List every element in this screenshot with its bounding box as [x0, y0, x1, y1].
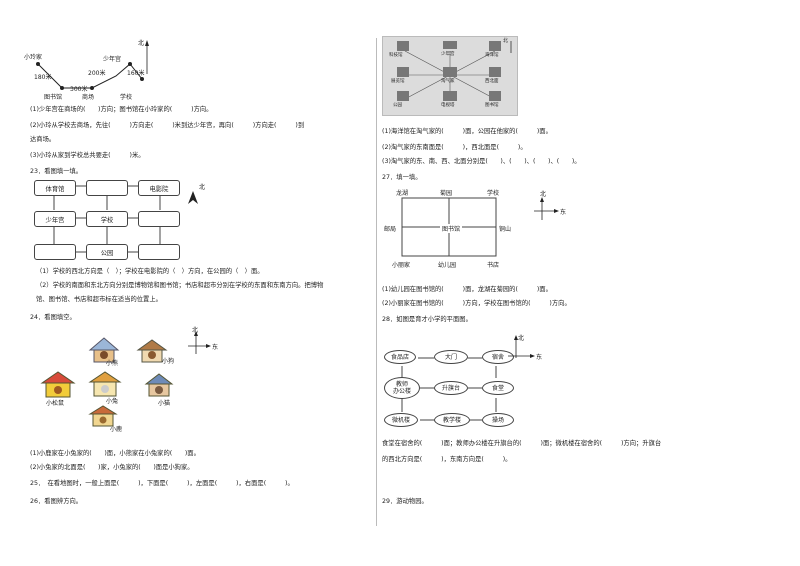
- map26-tv: 电视塔: [441, 103, 455, 108]
- q22-line-1: (1)少年宫在商场的( )方向；图书馆在小玲家的( )方向。: [30, 106, 213, 113]
- q23-line-3: 馆、图书馆、书店和超市标在适当的位置上。: [36, 296, 162, 303]
- label-160m: 160米: [127, 70, 145, 77]
- compass-icon: [188, 331, 211, 354]
- label-shaonian: 少年宫: [103, 56, 122, 63]
- q27-dragonlake: 龙湖: [396, 190, 409, 197]
- node-gate: 大门: [434, 350, 468, 364]
- q27-compass-icon: [534, 197, 559, 220]
- q23-title: 23．看图填一填。: [30, 168, 83, 175]
- map26-north: 北: [503, 38, 509, 44]
- box-cinema: 电影院: [138, 180, 180, 196]
- label-dog: 小狗: [162, 358, 175, 365]
- q27-kinder: 幼儿园: [438, 262, 457, 269]
- q27-xiaoli: 小丽家: [392, 262, 411, 269]
- house-dog-icon: [136, 339, 168, 363]
- map26-tech: 科技馆: [389, 53, 403, 58]
- house-rabbit-icon: [88, 371, 122, 397]
- node-flag: 升旗台: [434, 381, 468, 395]
- q28-title: 28．如图是育才小学的平面图。: [382, 316, 472, 323]
- box-park: 公园: [86, 244, 128, 260]
- route-map-diagram: [36, 40, 149, 90]
- q23-line-1: （1）学校的西北方向是（ ）；学校在电影院的（ ）方向，在公园的（ ）面。: [36, 268, 264, 275]
- q23-line-2: （2）学校的南面和东北方向分别是博物馆和图书馆；书店和超市分别在学校的东面和东南…: [36, 282, 324, 289]
- map26-hall: 展览馆: [391, 79, 405, 84]
- label-bear: 小熊: [106, 360, 119, 367]
- box-empty-4: [138, 244, 180, 260]
- q27-line-2: (2)小丽家在图书馆的( )方向，学校在图书馆的( )方向。: [382, 300, 571, 307]
- node-field: 操场: [482, 413, 514, 427]
- label-shop: 商场: [82, 94, 95, 101]
- q23-north: 北: [199, 184, 206, 191]
- north-label: 北: [138, 40, 145, 47]
- q29-title: 29．游动物园。: [382, 498, 428, 505]
- node-dorm: 宿舍: [482, 350, 514, 364]
- q28-east: 东: [536, 354, 543, 361]
- label-cat: 小猫: [158, 400, 171, 407]
- label-xiaoling: 小玲家: [24, 54, 43, 61]
- map26-shaonian: 少年宫: [441, 52, 455, 57]
- column-divider: [376, 38, 377, 526]
- q23-grid-lines: [53, 185, 161, 253]
- box-empty-2: [138, 211, 180, 227]
- box-empty-3: [34, 244, 76, 260]
- north-arrow-icon: [188, 191, 198, 204]
- label-library: 图书馆: [44, 94, 63, 101]
- q26-line-1: (1)海洋馆在淘气家的( )面，公园在他家的( )面。: [382, 128, 552, 135]
- q22-line-3: 达商场。: [30, 136, 56, 143]
- house-cat-icon: [144, 373, 174, 397]
- q24-east: 东: [212, 344, 219, 351]
- node-office: 教师 办公楼: [384, 377, 420, 399]
- map26-xibei: 西北面: [485, 79, 499, 84]
- node-canteen: 食品店: [384, 350, 416, 364]
- node-micro: 微机楼: [384, 413, 418, 427]
- label-300m: 300米: [70, 86, 88, 93]
- q24-title: 24．看图填空。: [30, 314, 76, 321]
- box-empty-1: [86, 180, 128, 196]
- q24-line-2: (2)小兔家的北面是( )家，小兔家的( )面是小狗家。: [30, 464, 194, 471]
- box-sports: 体育馆: [34, 180, 76, 196]
- house-bear-icon: [88, 337, 120, 363]
- q27-north: 北: [540, 191, 547, 198]
- q28-north: 北: [518, 335, 525, 342]
- house-deer-icon: [88, 405, 118, 427]
- map26-naoqi: 淘气家: [441, 79, 455, 84]
- label-200m: 200米: [88, 70, 106, 77]
- q22-line-4: (3)小玲从家到学校总共要走( )米。: [30, 152, 145, 159]
- map26-bookstore: 图书馆: [485, 103, 499, 108]
- box-shaonian: 少年宫: [34, 211, 76, 227]
- house-squirrel-icon: [40, 371, 76, 398]
- q28-line-1: 食堂在宿舍的( )面；教师办公楼在升旗台的( )面；微机楼在宿舍的( )方向；升…: [382, 440, 662, 447]
- label-squirrel: 小松鼠: [46, 400, 65, 407]
- q28-diagram-lines: [401, 357, 497, 421]
- node-teach: 教学楼: [434, 413, 470, 427]
- label-180m: 180米: [34, 74, 52, 81]
- q24-north: 北: [192, 327, 199, 334]
- q25-line: 25． 在看地图时，一般上面是( )，下面是( )，左面是( )，右面是( )。: [30, 480, 294, 487]
- q24-line-1: (1)小鹿家在小兔家的( )面，小熊家在小兔家的( )面。: [30, 450, 200, 457]
- q27-title: 27．填一填。: [382, 174, 422, 181]
- q27-east: 东: [560, 209, 567, 216]
- node-dining: 食堂: [482, 381, 514, 395]
- q27-school: 学校: [487, 190, 500, 197]
- q27-tongshan: 铜山: [499, 226, 512, 233]
- q27-bookstore: 书店: [487, 262, 500, 269]
- q26-line-3: (3)淘气家的东、南、西、北面分别是( )、( )、( )、( )。: [382, 158, 581, 165]
- q27-orchard: 菊园: [440, 190, 453, 197]
- box-school: 学校: [86, 211, 128, 227]
- q22-line-2: (2)小玲从学校去商场，先往( )方向走( )米到达少年宫，再向( )方向走( …: [30, 122, 305, 129]
- label-deer: 小鹿: [110, 426, 123, 433]
- q26-line-2: (2)淘气家的东南面是( )，西北面是( )。: [382, 144, 527, 151]
- q28-compass-icon: [508, 335, 535, 358]
- q27-library: 图书馆: [440, 224, 463, 233]
- label-school: 学校: [120, 94, 133, 101]
- q27-line-1: (1)幼儿园在图书馆的( )面，龙湖在菊园的( )面。: [382, 286, 552, 293]
- map-photo: 北 科技馆 少年宫 海洋馆 展览馆 淘气家 西北面 公园 电视塔 图书馆: [382, 36, 518, 116]
- map26-aquarium: 海洋馆: [485, 53, 499, 58]
- q26-title: 26．看图辨方向。: [30, 498, 83, 505]
- label-rabbit: 小兔: [106, 398, 119, 405]
- q27-post: 邮局: [384, 226, 397, 233]
- q28-line-2: 的西北方向是( )，东南方向是( )。: [382, 456, 512, 463]
- map26-park: 公园: [393, 103, 402, 108]
